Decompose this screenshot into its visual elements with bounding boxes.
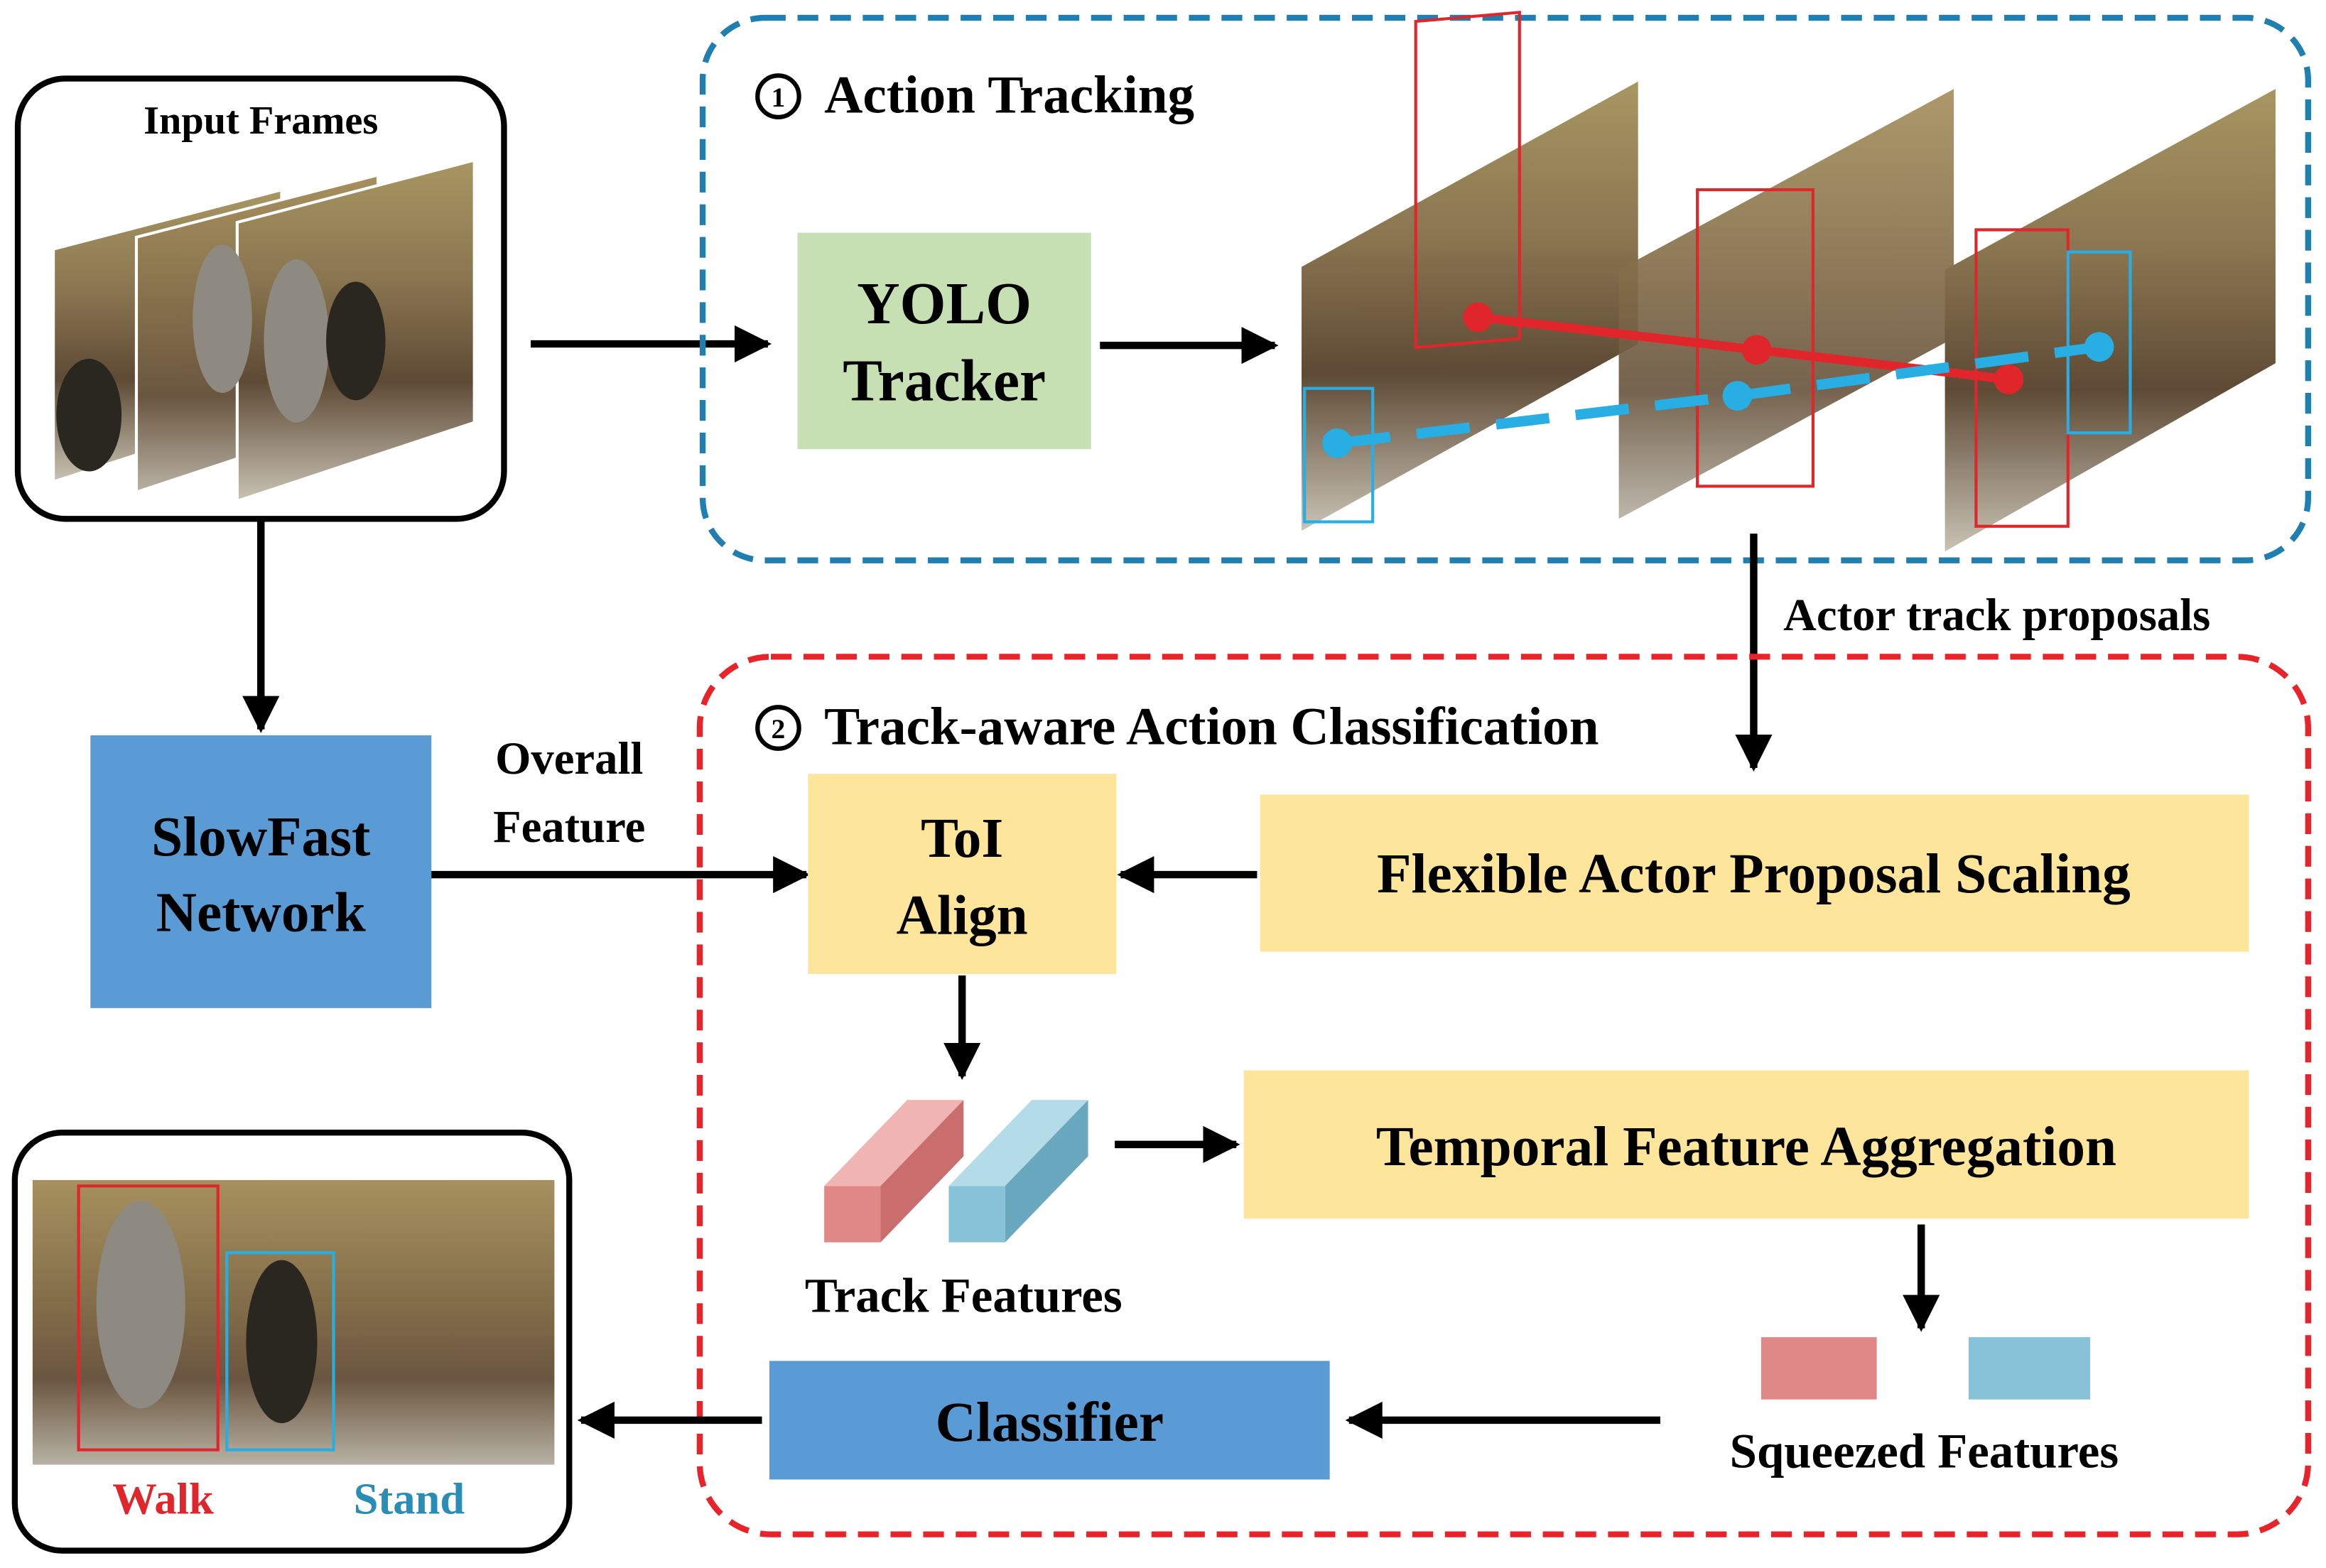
output-panel: Walk Stand bbox=[11, 1129, 573, 1554]
input-frames-title: Input Frames bbox=[144, 99, 378, 143]
overall-feature-line1: Overall bbox=[495, 732, 643, 784]
classifier-box bbox=[769, 1361, 1330, 1480]
step-one-badge bbox=[755, 73, 801, 119]
classification-title: Track-aware Action Classification bbox=[824, 697, 1599, 756]
flexible-scaling-label: Flexible Actor Proposal Scaling bbox=[1377, 843, 2131, 905]
temporal-aggregation-label: Temporal Feature Aggregation bbox=[1376, 1115, 2116, 1178]
step-one-number: 1 bbox=[772, 82, 786, 113]
yolo-tracker-line2: Tracker bbox=[843, 348, 1046, 413]
input-frames-panel: Input Frames bbox=[14, 75, 507, 522]
squeezed-feature-blue bbox=[1969, 1337, 2091, 1400]
temporal-aggregation-box bbox=[1243, 1070, 2249, 1219]
squeezed-features-label: Squeezed Features bbox=[1730, 1424, 2119, 1478]
step-two-badge bbox=[755, 705, 801, 751]
slowfast-line2: Network bbox=[156, 881, 366, 943]
classifier-label: Classifier bbox=[936, 1391, 1164, 1454]
squeezed-feature-red bbox=[1760, 1337, 1877, 1400]
yolo-tracker-box bbox=[797, 232, 1091, 450]
flexible-scaling-box bbox=[1260, 794, 2249, 952]
action-tracking-panel: 1 Action Tracking YOLO Tracker bbox=[699, 11, 2312, 563]
red-track-line bbox=[1477, 313, 1758, 355]
track-feature-red-cuboid bbox=[824, 1100, 964, 1243]
blue-track-line bbox=[1336, 390, 1738, 449]
overall-feature-line2: Feature bbox=[493, 801, 645, 852]
yolo-tracker-line1: YOLO bbox=[857, 271, 1032, 337]
toi-align-line1: ToI bbox=[921, 807, 1003, 870]
action-tracking-title: Action Tracking bbox=[824, 66, 1194, 125]
toi-align-box bbox=[808, 774, 1117, 974]
tracked-frames bbox=[1302, 11, 2276, 552]
step-two-number: 2 bbox=[772, 713, 786, 745]
actor-track-proposals-label: Actor track proposals bbox=[1783, 589, 2210, 640]
stand-label: Stand bbox=[354, 1474, 465, 1523]
track-features-label: Track Features bbox=[805, 1269, 1123, 1323]
slowfast-network-box bbox=[90, 735, 432, 1008]
classification-panel: 2 Track-aware Action Classification ToI … bbox=[696, 654, 2312, 1537]
walk-label: Walk bbox=[112, 1474, 214, 1523]
stand-box bbox=[225, 1251, 335, 1451]
toi-align-line2: Align bbox=[897, 885, 1028, 947]
walk-box bbox=[77, 1184, 220, 1451]
track-feature-blue-cuboid bbox=[948, 1100, 1088, 1243]
output-frame-image bbox=[32, 1179, 555, 1465]
input-frame-stack bbox=[52, 158, 476, 504]
slowfast-line1: SlowFast bbox=[151, 806, 371, 868]
